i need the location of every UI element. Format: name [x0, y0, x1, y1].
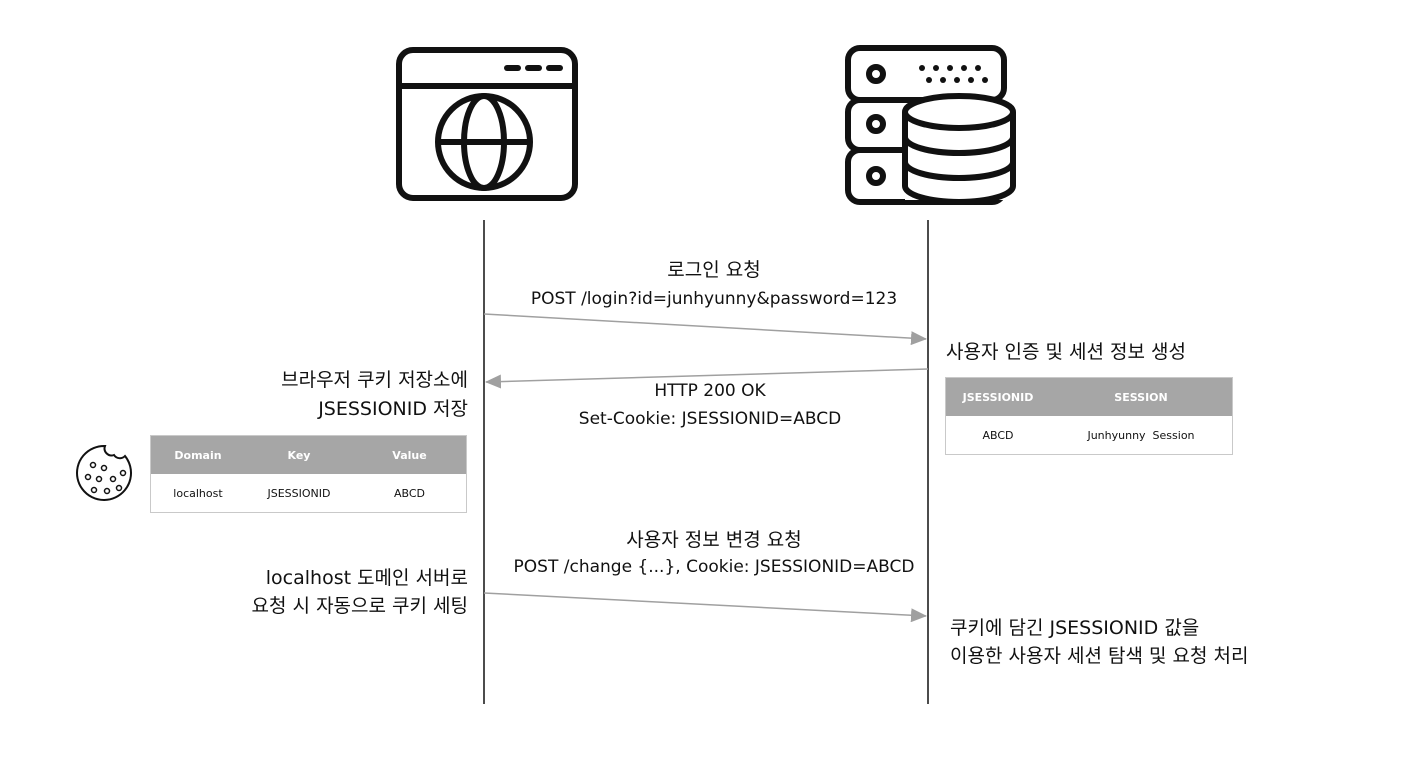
browser-globe-icon: [396, 47, 578, 201]
browser-store-label-line1: 브라우저 쿠키 저장소에: [281, 369, 468, 391]
login-request-arrow: [483, 313, 927, 346]
server-lookup-label-line2: 이용한 사용자 세션 탐색 및 요청 처리: [950, 645, 1249, 667]
login-response-arrow: [485, 368, 929, 389]
cookie-cell-domain: localhost: [173, 486, 223, 500]
change-request-detail: POST /change {...}, Cookie: JSESSIONID=A…: [513, 557, 915, 577]
cookie-cell-value: ABCD: [393, 486, 426, 500]
response-set-cookie: Set-Cookie: JSESSIONID=ABCD: [578, 409, 842, 429]
server-database-icon: [845, 45, 1016, 205]
change-request-title: 사용자 정보 변경 요청: [626, 529, 802, 551]
session-table-row: ABCD Junhyunny Session: [946, 416, 1232, 454]
cookie-table-header-row: Domain Key Value: [151, 436, 466, 474]
cookie-header-value: Value: [392, 448, 427, 462]
cookie-storage-table: Domain Key Value localhost JSESSIONID AB…: [150, 435, 467, 513]
auto-cookie-label-line2: 요청 시 자동으로 쿠키 세팅: [251, 595, 468, 617]
session-cell-session: Junhyunny Session: [1087, 428, 1195, 442]
cookie-header-key: Key: [287, 448, 311, 462]
response-status: HTTP 200 OK: [654, 381, 766, 401]
server-lookup-label-line1: 쿠키에 담긴 JSESSIONID 값을: [950, 617, 1200, 639]
session-header-session: SESSION: [1114, 390, 1168, 404]
auto-cookie-label-line1: localhost 도메인 서버로: [265, 567, 468, 589]
login-request-title: 로그인 요청: [667, 259, 761, 281]
cookie-table-row: localhost JSESSIONID ABCD: [151, 474, 466, 512]
change-request-arrow: [483, 592, 927, 623]
session-table-header-row: JSESSIONID SESSION: [946, 378, 1232, 416]
cookie-icon: [76, 444, 132, 501]
login-request-detail: POST /login?id=junhyunny&password=123: [530, 289, 898, 309]
cookie-header-domain: Domain: [174, 448, 222, 462]
browser-store-label-line2: JSESSIONID 저장: [318, 398, 468, 420]
session-storage-table: JSESSIONID SESSION ABCD Junhyunny Sessio…: [945, 377, 1233, 455]
session-header-jsessionid: JSESSIONID: [962, 390, 1034, 404]
session-cell-jsessionid: ABCD: [982, 428, 1014, 442]
cookie-cell-key: JSESSIONID: [267, 486, 331, 500]
server-create-session-label: 사용자 인증 및 세션 정보 생성: [946, 341, 1186, 363]
